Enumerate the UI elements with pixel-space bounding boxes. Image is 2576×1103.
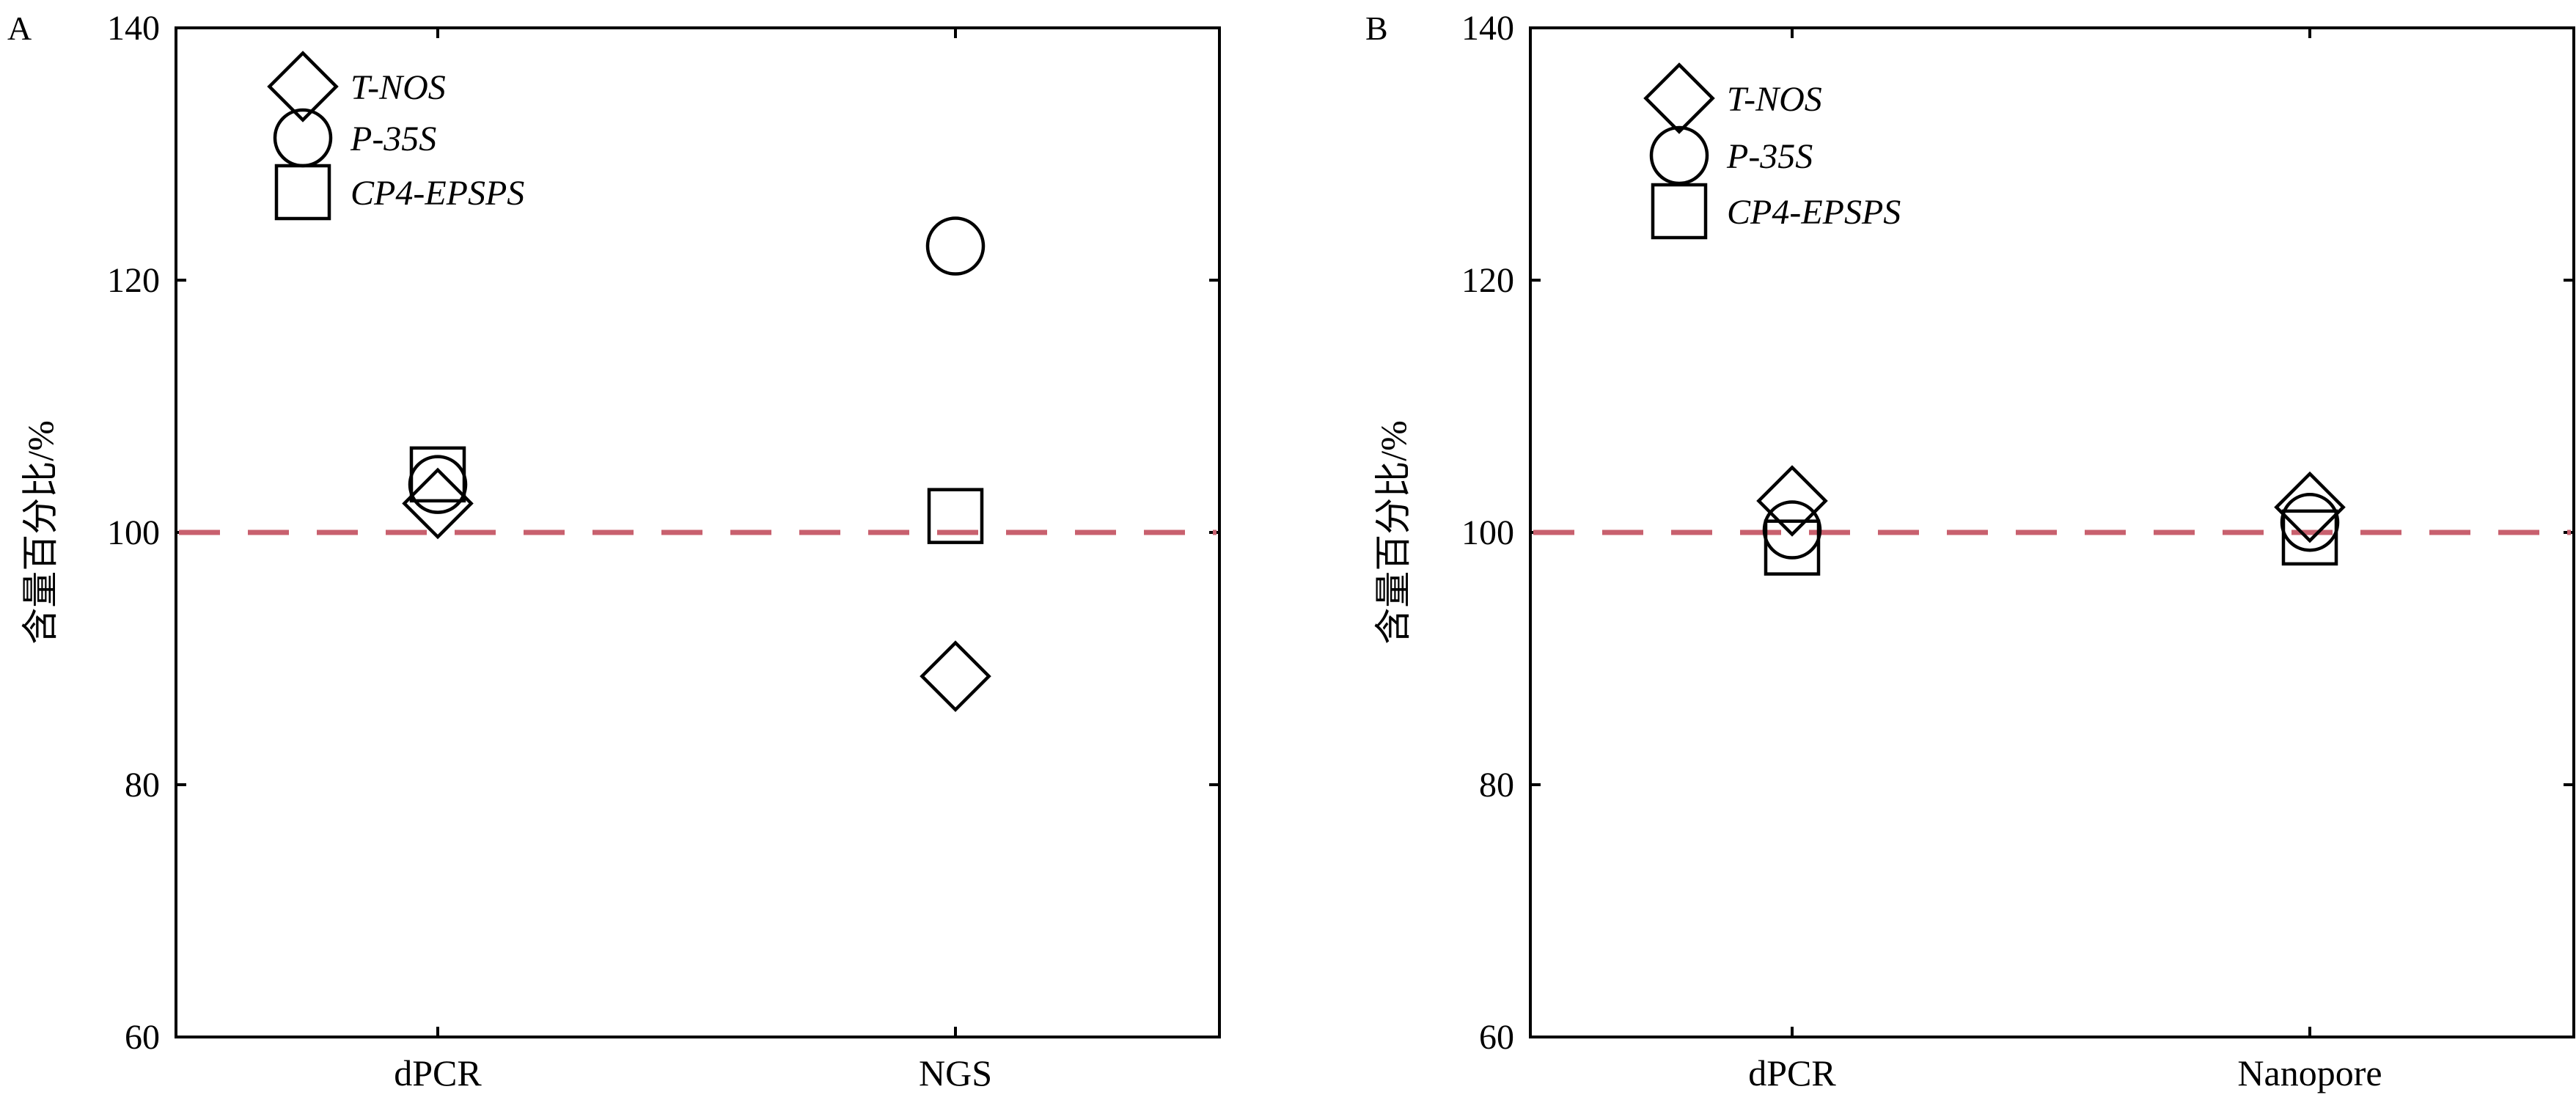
legend-marker-diamond — [267, 51, 339, 122]
legend-label: T-NOS — [351, 68, 446, 107]
y-tick-label: 100 — [107, 513, 160, 552]
x-tick-label: dPCR — [1748, 1052, 1836, 1093]
y-tick-label: 120 — [107, 261, 160, 300]
legend-marker-square — [1651, 183, 1708, 240]
y-tick-label: 80 — [125, 766, 160, 805]
x-tick-label: dPCR — [394, 1052, 482, 1093]
data-point-square — [1764, 519, 1821, 576]
legend-marker-diamond — [1643, 62, 1715, 134]
legend-label: P-35S — [350, 120, 436, 158]
data-point-diamond — [920, 640, 991, 712]
y-axis-label: 含量百分比/% — [20, 420, 61, 645]
data-point-diamond — [402, 467, 474, 540]
data-point-square — [409, 446, 466, 503]
legend: T-NOS P-35S CP4-EPSPS — [267, 51, 524, 221]
legend-label: CP4-EPSPS — [351, 174, 524, 213]
panel-a: A 60 80 100 120 140 含量百分比/% dPCR NGS T-NOS P-35S CP… — [7, 9, 1221, 1093]
data-point-square — [2281, 509, 2338, 566]
y-tick-label: 60 — [1479, 1018, 1514, 1057]
data-point-circle — [925, 216, 986, 276]
x-tick-label: Nanopore — [2237, 1052, 2382, 1093]
x-tick-label: NGS — [919, 1052, 992, 1093]
legend-label: T-NOS — [1727, 80, 1822, 119]
data-point-square — [927, 488, 984, 544]
legend: T-NOS P-35S CP4-EPSPS — [1643, 62, 1901, 240]
y-axis-label: 含量百分比/% — [1373, 420, 1414, 645]
y-tick-label: 140 — [107, 9, 160, 48]
y-tick-label: 140 — [1461, 9, 1514, 48]
panel-label: B — [1365, 10, 1388, 47]
legend-label: P-35S — [1726, 137, 1813, 176]
panel-label: A — [7, 10, 32, 47]
y-tick-label: 120 — [1461, 261, 1514, 300]
y-tick-label: 100 — [1461, 513, 1514, 552]
panel-b: B 60 80 100 120 140 含量百分比/% dPCR Nanopore T-NOS P-… — [1365, 9, 2575, 1093]
legend-marker-circle — [1649, 125, 1709, 186]
y-tick-label: 60 — [125, 1018, 160, 1057]
data-point-diamond — [1756, 465, 1828, 537]
legend-label: CP4-EPSPS — [1727, 193, 1901, 232]
data-point-diamond — [2274, 471, 2346, 543]
data-point-circle — [408, 455, 468, 514]
y-tick-label: 80 — [1479, 766, 1514, 805]
legend-marker-square — [274, 164, 331, 221]
